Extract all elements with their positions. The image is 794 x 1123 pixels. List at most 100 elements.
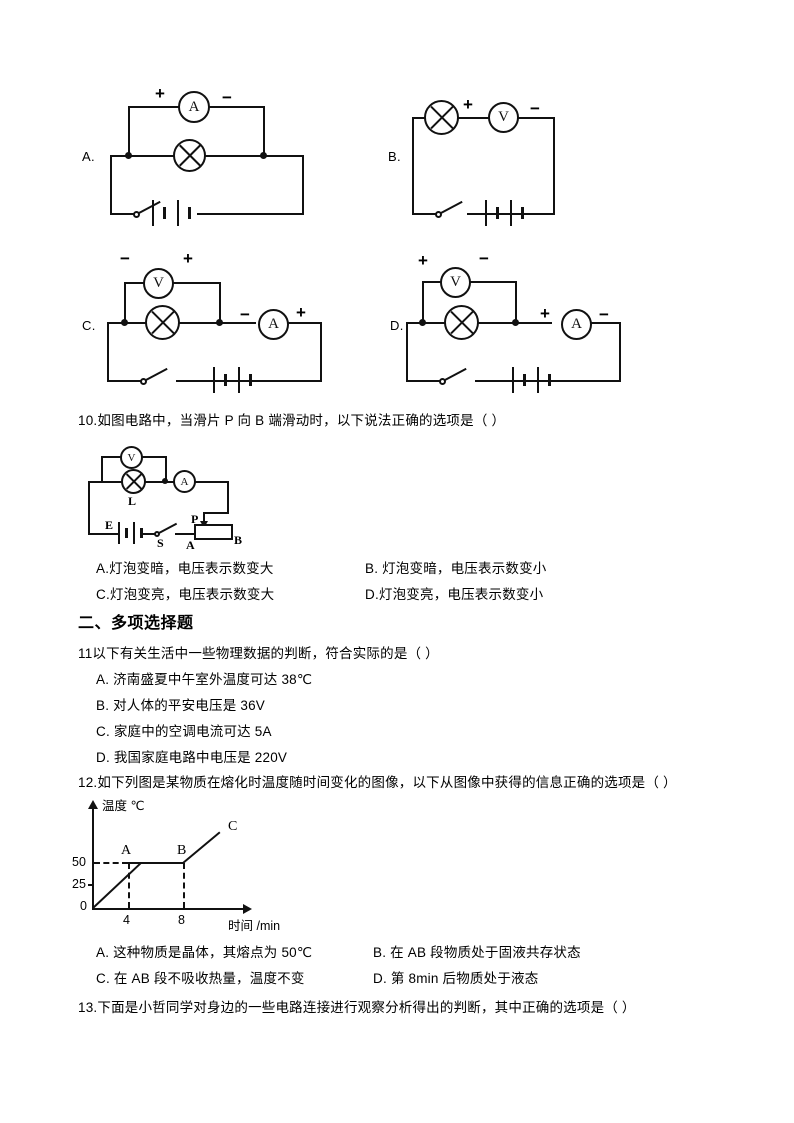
switch-a-pivot [133,211,140,218]
wire-q10-outer-right [227,481,229,514]
chart-ytick-0: 0 [80,899,87,913]
voltmeter-c: V [143,268,174,299]
melting-curve-chart: 温度 ℃ 时间 /min 50 25 0 4 8 A B C [72,795,350,940]
ammeter-plus-sign-d: + [540,304,550,323]
wire-c-outer-right [320,322,322,382]
switch-q10-pivot [154,531,160,537]
voltmeter-minus-sign-b: − [530,99,540,118]
voltmeter-plus-sign-c: + [183,249,193,268]
question-10-option-c: C.灯泡变亮，电压表示数变大 [96,587,275,602]
junction-c-right [216,319,223,326]
switch-b-arm [440,200,463,214]
chart-ytick-mark-25 [88,884,94,886]
wire-q10-outer-left [88,481,90,535]
question-10-option-a: A.灯泡变暗，电压表示数变大 [96,561,274,576]
wire-d-bottom-left [406,380,440,382]
chart-ytick-25: 25 [72,877,86,891]
chart-segment-heating [92,862,142,909]
chart-x-axis-arrow [243,904,252,914]
wire-a-top-left [128,106,180,108]
chart-guide-time-8 [183,863,185,908]
chart-segment-liquid-heating [182,831,221,864]
wire-q10-main-left [88,481,123,483]
question-10-option-b: B. 灯泡变暗，电压表示数变小 [365,561,547,576]
ammeter-d: A [561,309,592,340]
question-11-option-d: D. 我国家庭电路中电压是 220V [96,750,288,765]
battery-b [485,196,531,230]
junction-q10 [162,478,168,484]
wire-a-bottom-right [197,213,304,215]
lamp-c [145,305,180,340]
wire-b-right [553,117,555,215]
lamp-label-q10: L [128,494,137,508]
wire-b-left [412,117,414,215]
wire-q10-bottom-left [88,533,104,535]
question-12-option-d: D. 第 8min 后物质处于液态 [373,971,539,986]
question-11-stem: 11以下有关生活中一些物理数据的判断，符合实际的是（ ） [78,646,439,661]
choice-c-label: C. [82,318,96,333]
wire-q10-battery-right [142,533,156,535]
wire-q10-to-slider [203,512,229,514]
question-10-stem: 10.如图电路中，当滑片 P 向 B 端滑动时，以下说法正确的选项是（ ） [78,413,506,428]
wire-q10-v-right [141,456,167,458]
battery-a [152,196,198,230]
wire-a-mid-right [204,155,304,157]
rheostat-terminal-b-q10: B [234,533,243,547]
slider-label-q10: P [191,512,199,526]
wire-c-ammeter-right [287,322,322,324]
wire-d-v-left [422,281,442,283]
battery-c [213,363,259,397]
junction-c-left [121,319,128,326]
wire-d-v-right-drop [515,281,517,323]
question-10-option-d: D.灯泡变亮，电压表示数变小 [365,587,544,602]
ammeter-minus-sign-a: − [222,88,232,107]
switch-c-arm [145,367,168,381]
battery-label-q10: E [105,518,114,532]
wire-a-right-riser [263,106,265,156]
question-12-option-c: C. 在 AB 段不吸收热量，温度不变 [96,971,305,986]
wire-q10-a-right [194,481,229,483]
chart-point-label-a: A [121,843,132,858]
wire-b-lamp-to-meter [457,117,490,119]
battery-d [512,363,558,397]
wire-d-outer-left [406,322,408,382]
lamp-q10 [121,469,146,494]
ammeter-plus-sign-c: + [296,303,306,322]
voltmeter-b: V [488,102,519,133]
ammeter-a: A [178,91,210,123]
wire-b-lamp-left [412,117,426,119]
wire-d-ammeter-right [590,322,621,324]
wire-q10-switch-right [175,533,196,535]
voltmeter-plus-sign-b: + [463,95,473,114]
chart-y-axis-arrow [88,800,98,809]
wire-d-main-left [406,322,446,324]
question-12-stem: 12.如下列图是某物质在熔化时温度随时间变化的图像，以下从图像中获得的信息正确的… [78,775,677,790]
switch-d-pivot [439,378,446,385]
ammeter-c: A [258,309,289,340]
ammeter-minus-sign-d: − [599,305,609,324]
choice-b-label: B. [388,149,401,164]
wire-q10-lamp-to-a [144,481,175,483]
chart-segment-melting-plateau [128,862,184,864]
chart-y-axis-label: 温度 ℃ [102,799,145,813]
junction-d-left [419,319,426,326]
question-12-option-a: A. 这种物质是晶体，其熔点为 50℃ [96,945,313,960]
voltmeter-minus-sign-c: − [120,249,130,268]
wire-a-outer-left [110,155,112,215]
choice-a-label: A. [82,149,95,164]
voltmeter-minus-sign-d: − [479,249,489,268]
wire-d-v-left-drop [422,281,424,323]
junction-a-left [125,152,132,159]
chart-xtick-4: 4 [123,913,130,927]
switch-label-q10: S [157,536,164,550]
wire-a-left-riser [128,106,130,156]
lamp-a [173,139,206,172]
wire-q10-v-left [101,456,122,458]
wire-q10-slider-drop [203,512,205,526]
chart-point-label-b: B [177,843,187,858]
question-13-stem: 13.下面是小哲同学对身边的一些电路连接进行观察分析得出的判断，其中正确的选项是… [78,1000,636,1015]
chart-xtick-8: 8 [178,913,185,927]
chart-ytick-50: 50 [72,855,86,869]
wire-c-v-right-drop [219,282,221,323]
chart-y-axis [92,809,94,908]
